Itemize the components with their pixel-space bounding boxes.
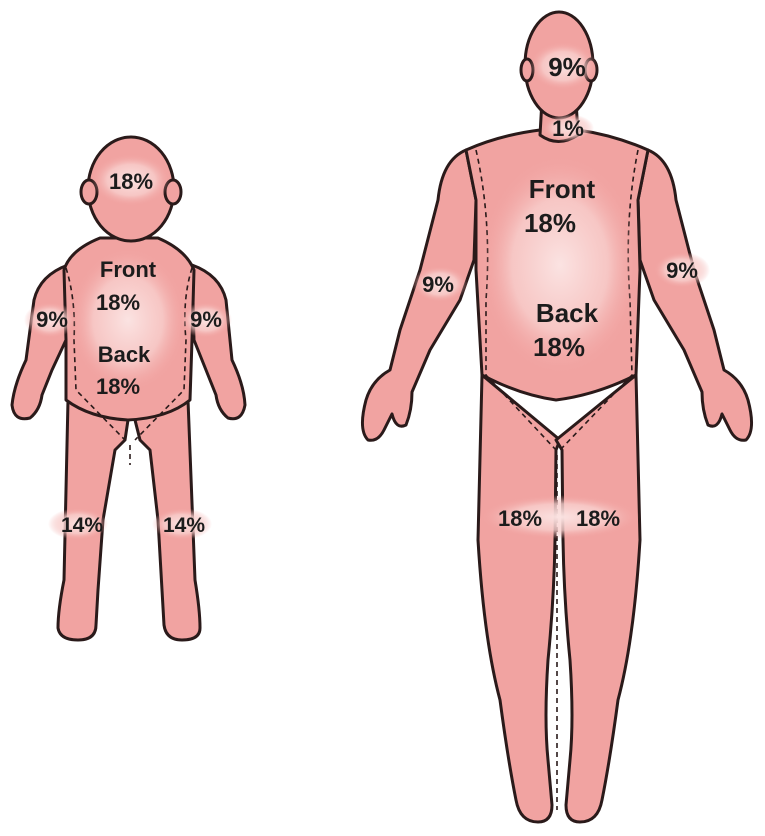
child-front-word: Front xyxy=(100,257,157,282)
child-right-leg-label: 14% xyxy=(163,514,205,537)
child-right-arm xyxy=(192,265,245,419)
adult-right-leg-label: 18% xyxy=(576,506,620,531)
adult-left-arm-label: 9% xyxy=(422,272,454,297)
adult-left-leg-label: 18% xyxy=(498,506,542,531)
adult-head-label: 9% xyxy=(548,52,586,82)
adult-right-arm xyxy=(638,150,752,440)
adult-right-arm-label: 9% xyxy=(666,258,698,283)
adult-front-word: Front xyxy=(529,174,596,204)
child-left-arm-label: 9% xyxy=(36,307,68,332)
child-back-value: 18% xyxy=(96,374,140,399)
adult-back-word: Back xyxy=(536,298,599,328)
child-left-leg-label: 14% xyxy=(61,514,103,537)
adult-front-value: 18% xyxy=(524,208,576,238)
adult-neck-label: 1% xyxy=(552,116,584,141)
child-left-arm xyxy=(12,265,68,419)
child-right-arm-label: 9% xyxy=(190,307,222,332)
child-head-label: 18% xyxy=(109,169,153,194)
child-front-value: 18% xyxy=(96,290,140,315)
child-back-word: Back xyxy=(98,342,151,367)
adult-back-value: 18% xyxy=(533,332,585,362)
